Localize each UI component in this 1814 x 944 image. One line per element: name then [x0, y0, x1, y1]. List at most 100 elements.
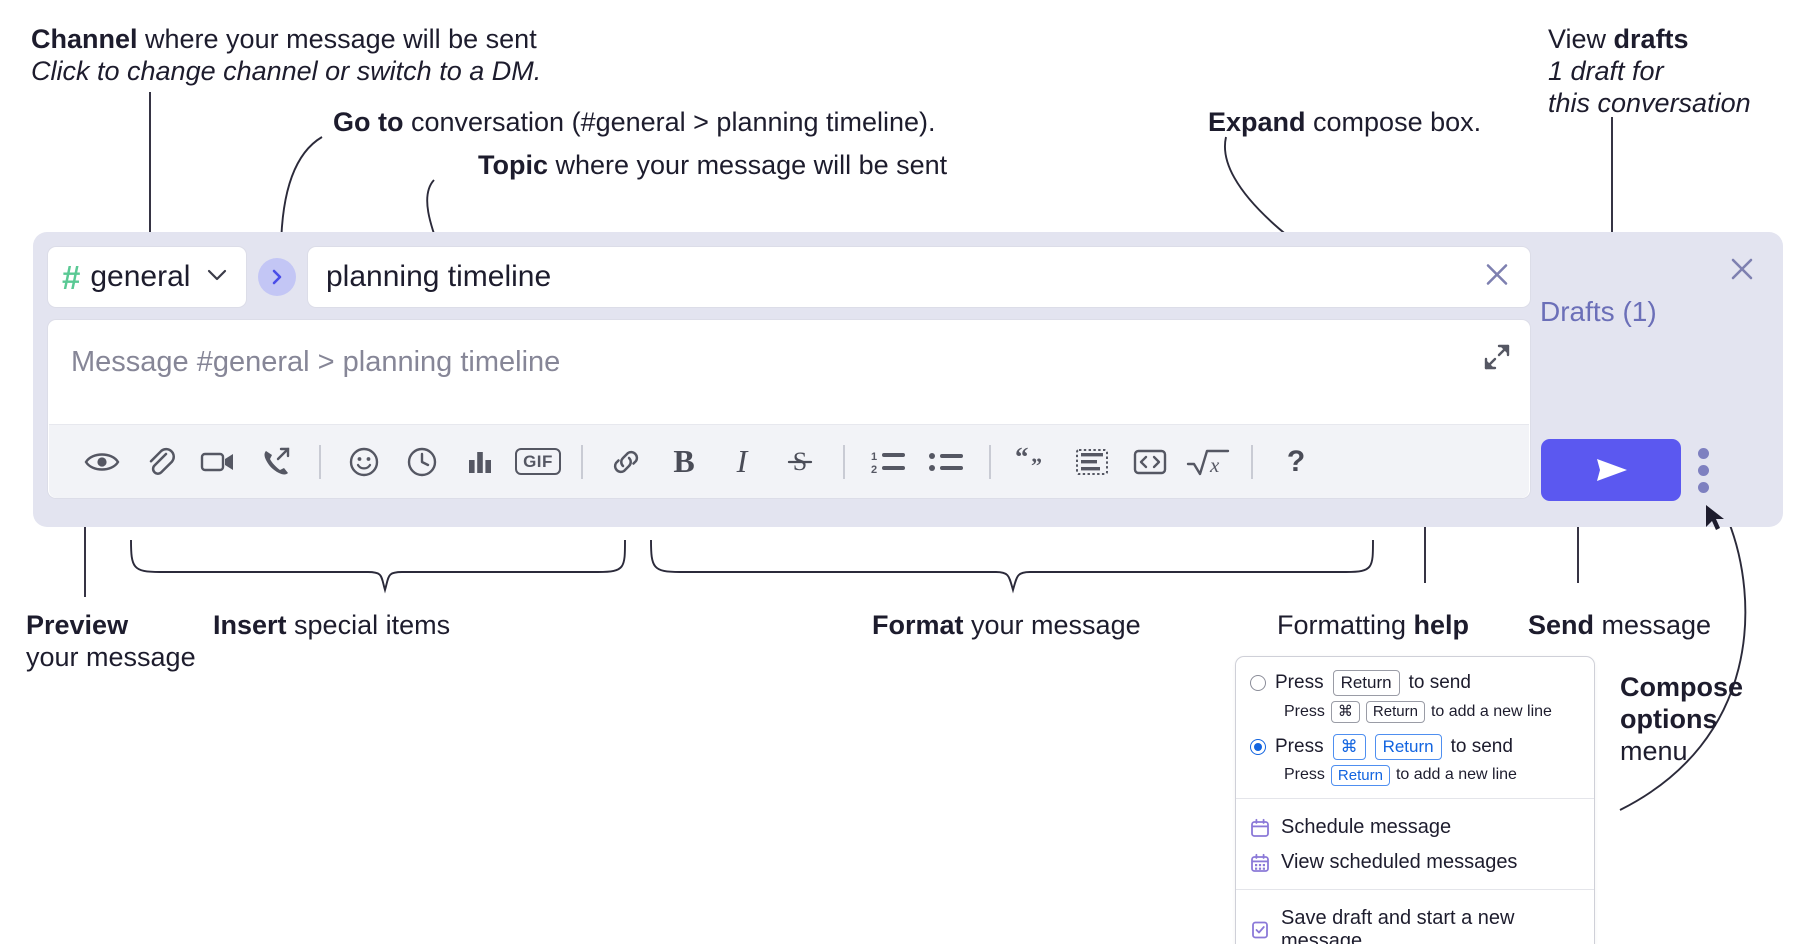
preview-button[interactable]	[73, 433, 131, 491]
menu-item-label: View scheduled messages	[1281, 851, 1518, 874]
annotation-insert-bold: Insert	[213, 610, 287, 640]
expand-compose-button[interactable]	[1482, 342, 1512, 377]
annotation-expand-rest: compose box.	[1305, 107, 1482, 137]
clear-topic-button[interactable]	[1480, 258, 1514, 297]
annotation-compose-options-rest: menu	[1620, 735, 1688, 766]
annotation-preview-rest: your message	[26, 641, 196, 672]
schedule-section: Schedule message View schedule	[1236, 798, 1594, 889]
svg-text:“: “	[1015, 447, 1029, 472]
close-panel-button[interactable]	[1725, 252, 1759, 291]
svg-text:2: 2	[871, 464, 877, 476]
compose-options-button[interactable]	[1698, 448, 1709, 493]
ordered-list-button[interactable]: 1 2	[859, 433, 917, 491]
audio-clip-button[interactable]	[247, 433, 305, 491]
blockquote-icon: “ ”	[1015, 447, 1042, 477]
annotation-goto-bold: Go to	[333, 107, 404, 137]
equation-button[interactable]: x	[1179, 433, 1237, 491]
compose-options-menu: Press Return to send Press ⌘ Return to a…	[1235, 656, 1595, 944]
annotation-help-lead: Formatting	[1277, 610, 1414, 640]
menu-option2-sub-press: Press	[1284, 766, 1325, 784]
send-button[interactable]	[1541, 439, 1681, 501]
compose-options-icon	[1698, 465, 1709, 476]
key-return: Return	[1365, 701, 1425, 723]
annotation-help: Formatting help	[1277, 610, 1469, 642]
svg-text:”: ”	[1031, 453, 1042, 477]
blockquote-button[interactable]: “ ”	[1005, 433, 1063, 491]
annotation-format: Format your message	[872, 610, 1141, 642]
menu-item-save-draft[interactable]: Save draft and start a new message	[1236, 901, 1594, 944]
close-icon	[1731, 258, 1753, 280]
link-button[interactable]	[597, 433, 655, 491]
formatting-toolbar: GIF B	[49, 424, 1529, 498]
annotation-expand: Expand compose box.	[1208, 107, 1481, 139]
channel-name-label: general	[90, 260, 191, 293]
annotation-format-bold: Format	[872, 610, 964, 640]
ordered-list-icon: 1 2	[871, 451, 905, 476]
emoji-button[interactable]	[335, 433, 393, 491]
reminder-button[interactable]	[393, 433, 451, 491]
bulleted-list-icon	[929, 452, 963, 471]
draft-section: Save draft and start a new message	[1236, 889, 1594, 944]
menu-option2-tail: to send	[1450, 735, 1513, 757]
annotation-format-rest: your message	[963, 610, 1141, 640]
message-placeholder: Message #general > planning timeline	[71, 346, 561, 378]
topic-value: planning timeline	[326, 260, 552, 293]
code-block-button[interactable]	[1063, 433, 1121, 491]
annotation-topic: Topic where your message will be sent	[478, 150, 947, 182]
toolbar-divider	[989, 444, 991, 479]
inline-code-button[interactable]	[1121, 433, 1179, 491]
annotation-preview-bold: Preview	[26, 610, 129, 640]
annotation-channel-bold: Channel	[31, 24, 138, 54]
key-return: Return	[1332, 670, 1400, 697]
annotation-preview: Preview your message	[26, 610, 226, 674]
topic-input[interactable]: planning timeline	[307, 246, 1531, 308]
preview-icon	[84, 452, 120, 471]
goto-arrow-icon	[272, 269, 282, 285]
compose-panel: # general planning timeline	[33, 232, 1783, 527]
clock-icon	[407, 447, 437, 476]
annotation-topic-rest: where your message will be sent	[548, 150, 948, 180]
annotation-expand-bold: Expand	[1208, 107, 1306, 137]
menu-item-view-scheduled-messages[interactable]: View scheduled messages	[1236, 845, 1594, 880]
goto-conversation-button[interactable]	[258, 258, 296, 296]
bulleted-list-button[interactable]	[917, 433, 975, 491]
video-clip-button[interactable]	[189, 433, 247, 491]
menu-option1-sub-press: Press	[1284, 702, 1325, 720]
menu-item-schedule-message[interactable]: Schedule message	[1236, 810, 1594, 845]
annotation-compose-options-bold1: Compose	[1620, 672, 1744, 702]
attachment-button[interactable]	[131, 433, 189, 491]
menu-radio-cmd-return-to-send[interactable]: Press ⌘ Return to send	[1236, 732, 1594, 762]
radio-icon[interactable]	[1250, 675, 1266, 692]
message-input-box[interactable]: Message #general > planning timeline	[47, 319, 1531, 499]
poll-button[interactable]	[451, 433, 509, 491]
formatting-help-button[interactable]: ?	[1286, 444, 1306, 478]
annotation-drafts: View drafts 1 draft for this conversatio…	[1548, 24, 1751, 120]
svg-text:1: 1	[871, 451, 877, 463]
annotation-goto: Go to conversation (#general > planning …	[333, 107, 936, 139]
poll-icon	[469, 451, 491, 473]
toolbar-divider	[319, 444, 321, 479]
menu-option1-tail: to send	[1408, 672, 1471, 694]
calendar-grid-icon	[1250, 853, 1270, 873]
compose-options-icon	[1698, 482, 1709, 493]
menu-radio-return-to-send[interactable]: Press Return to send	[1236, 668, 1594, 698]
channel-selector[interactable]: # general	[47, 246, 247, 308]
equation-icon: x	[1186, 449, 1230, 477]
menu-option1-press: Press	[1275, 672, 1324, 694]
strikethrough-button[interactable]: S	[771, 433, 829, 491]
gif-button[interactable]: GIF	[509, 433, 567, 491]
expand-icon	[1484, 344, 1510, 370]
menu-item-label: Schedule message	[1281, 816, 1452, 839]
menu-option2-press: Press	[1275, 735, 1324, 757]
menu-option2-sub-tail: to add a new line	[1395, 766, 1517, 784]
clear-topic-icon	[1486, 264, 1508, 285]
italic-button[interactable]: I	[713, 433, 771, 491]
code-block-icon	[1076, 448, 1108, 475]
drafts-link[interactable]: Drafts (1)	[1540, 296, 1657, 327]
radio-icon-selected[interactable]	[1250, 738, 1266, 755]
compose-inner: # general planning timeline	[47, 246, 1531, 499]
bold-button[interactable]: B	[655, 433, 713, 491]
audio-call-icon	[264, 447, 290, 474]
link-icon	[613, 450, 639, 473]
